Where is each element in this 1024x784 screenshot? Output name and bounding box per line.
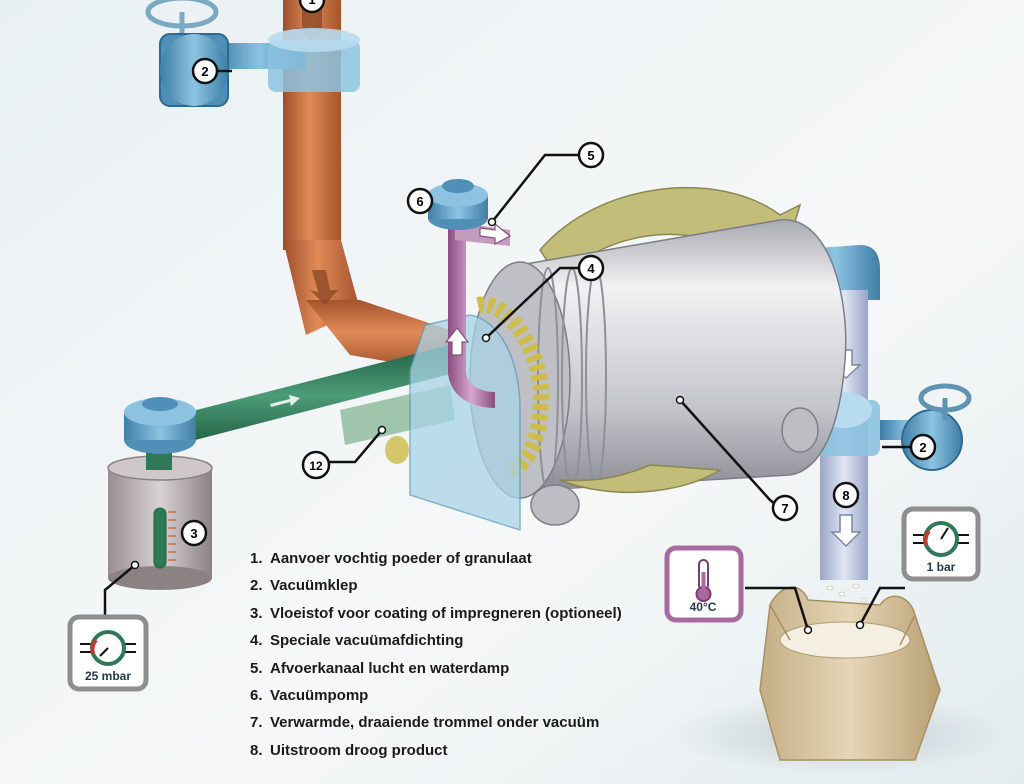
feed-arrow-mid bbox=[310, 270, 338, 305]
outlet-arrow-bottom bbox=[830, 514, 862, 548]
svg-text:7: 7 bbox=[781, 501, 788, 516]
svg-text:12: 12 bbox=[309, 459, 323, 473]
callout-8: 8 bbox=[832, 481, 860, 509]
tank-pump bbox=[124, 397, 196, 454]
callout-1: 1 bbox=[298, 0, 326, 14]
svg-text:40°C: 40°C bbox=[690, 600, 717, 614]
gauge-needle-right bbox=[940, 527, 949, 540]
svg-text:8: 8 bbox=[842, 488, 849, 503]
svg-text:25 mbar: 25 mbar bbox=[85, 669, 131, 683]
pressure-gauge-left: 25 mbar bbox=[67, 614, 149, 692]
legend-item: 1.Aanvoer vochtig poeder of granulaat bbox=[250, 550, 532, 567]
callout-3: 3 bbox=[180, 519, 208, 547]
pressure-gauge-right: 1 bar bbox=[901, 506, 981, 582]
svg-text:4: 4 bbox=[587, 261, 595, 276]
svg-text:2: 2 bbox=[201, 64, 208, 79]
svg-text:1: 1 bbox=[308, 0, 315, 7]
legend-item: 7.Verwarmde, draaiende trommel onder vac… bbox=[250, 714, 600, 732]
legend-item: 4.Speciale vacuümafdichting bbox=[250, 632, 464, 650]
product-bag bbox=[759, 586, 941, 761]
coating-pipe bbox=[165, 345, 458, 446]
rotation-arrow-front bbox=[559, 464, 723, 494]
feed-pipe bbox=[283, 0, 450, 372]
gear bbox=[476, 296, 549, 478]
leader-dots bbox=[130, 217, 865, 635]
callout-12: 12 bbox=[301, 450, 331, 480]
callout-7: 7 bbox=[771, 494, 799, 522]
callout-5: 5 bbox=[577, 141, 605, 169]
vacuum-up-arrow bbox=[444, 327, 470, 356]
callout-4: 4 bbox=[577, 254, 605, 282]
exhaust-arrow bbox=[479, 222, 512, 245]
legend-item: 6.Vacuümpomp bbox=[250, 687, 369, 705]
callout-2-right: 2 bbox=[909, 433, 937, 461]
legend: 1.Aanvoer vochtig poeder of granulaat 2.… bbox=[250, 545, 622, 764]
vacuum-pump bbox=[428, 179, 488, 230]
svg-text:6: 6 bbox=[416, 194, 423, 209]
gauge-needle-left bbox=[99, 647, 109, 657]
vacuum-seal-plate bbox=[409, 314, 521, 532]
legend-item: 3.Vloeistof voor coating of impregneren … bbox=[250, 604, 622, 622]
coating-arrow bbox=[270, 395, 300, 407]
callout-6: 6 bbox=[406, 187, 434, 215]
thermometer-badge: 40°C bbox=[664, 545, 744, 623]
legend-item: 2.Vacuümklep bbox=[250, 577, 358, 595]
svg-text:3: 3 bbox=[190, 526, 197, 541]
svg-text:1 bar: 1 bar bbox=[927, 560, 956, 574]
svg-text:5: 5 bbox=[587, 148, 594, 163]
svg-text:2: 2 bbox=[919, 440, 926, 455]
legend-item: 8.Uitstroom droog product bbox=[250, 741, 448, 759]
callout-2-top: 2 bbox=[191, 57, 219, 85]
leader-lines bbox=[103, 69, 910, 631]
coating-tank bbox=[107, 448, 213, 590]
legend-item: 5.Afvoerkanaal lucht en waterdamp bbox=[250, 659, 510, 677]
